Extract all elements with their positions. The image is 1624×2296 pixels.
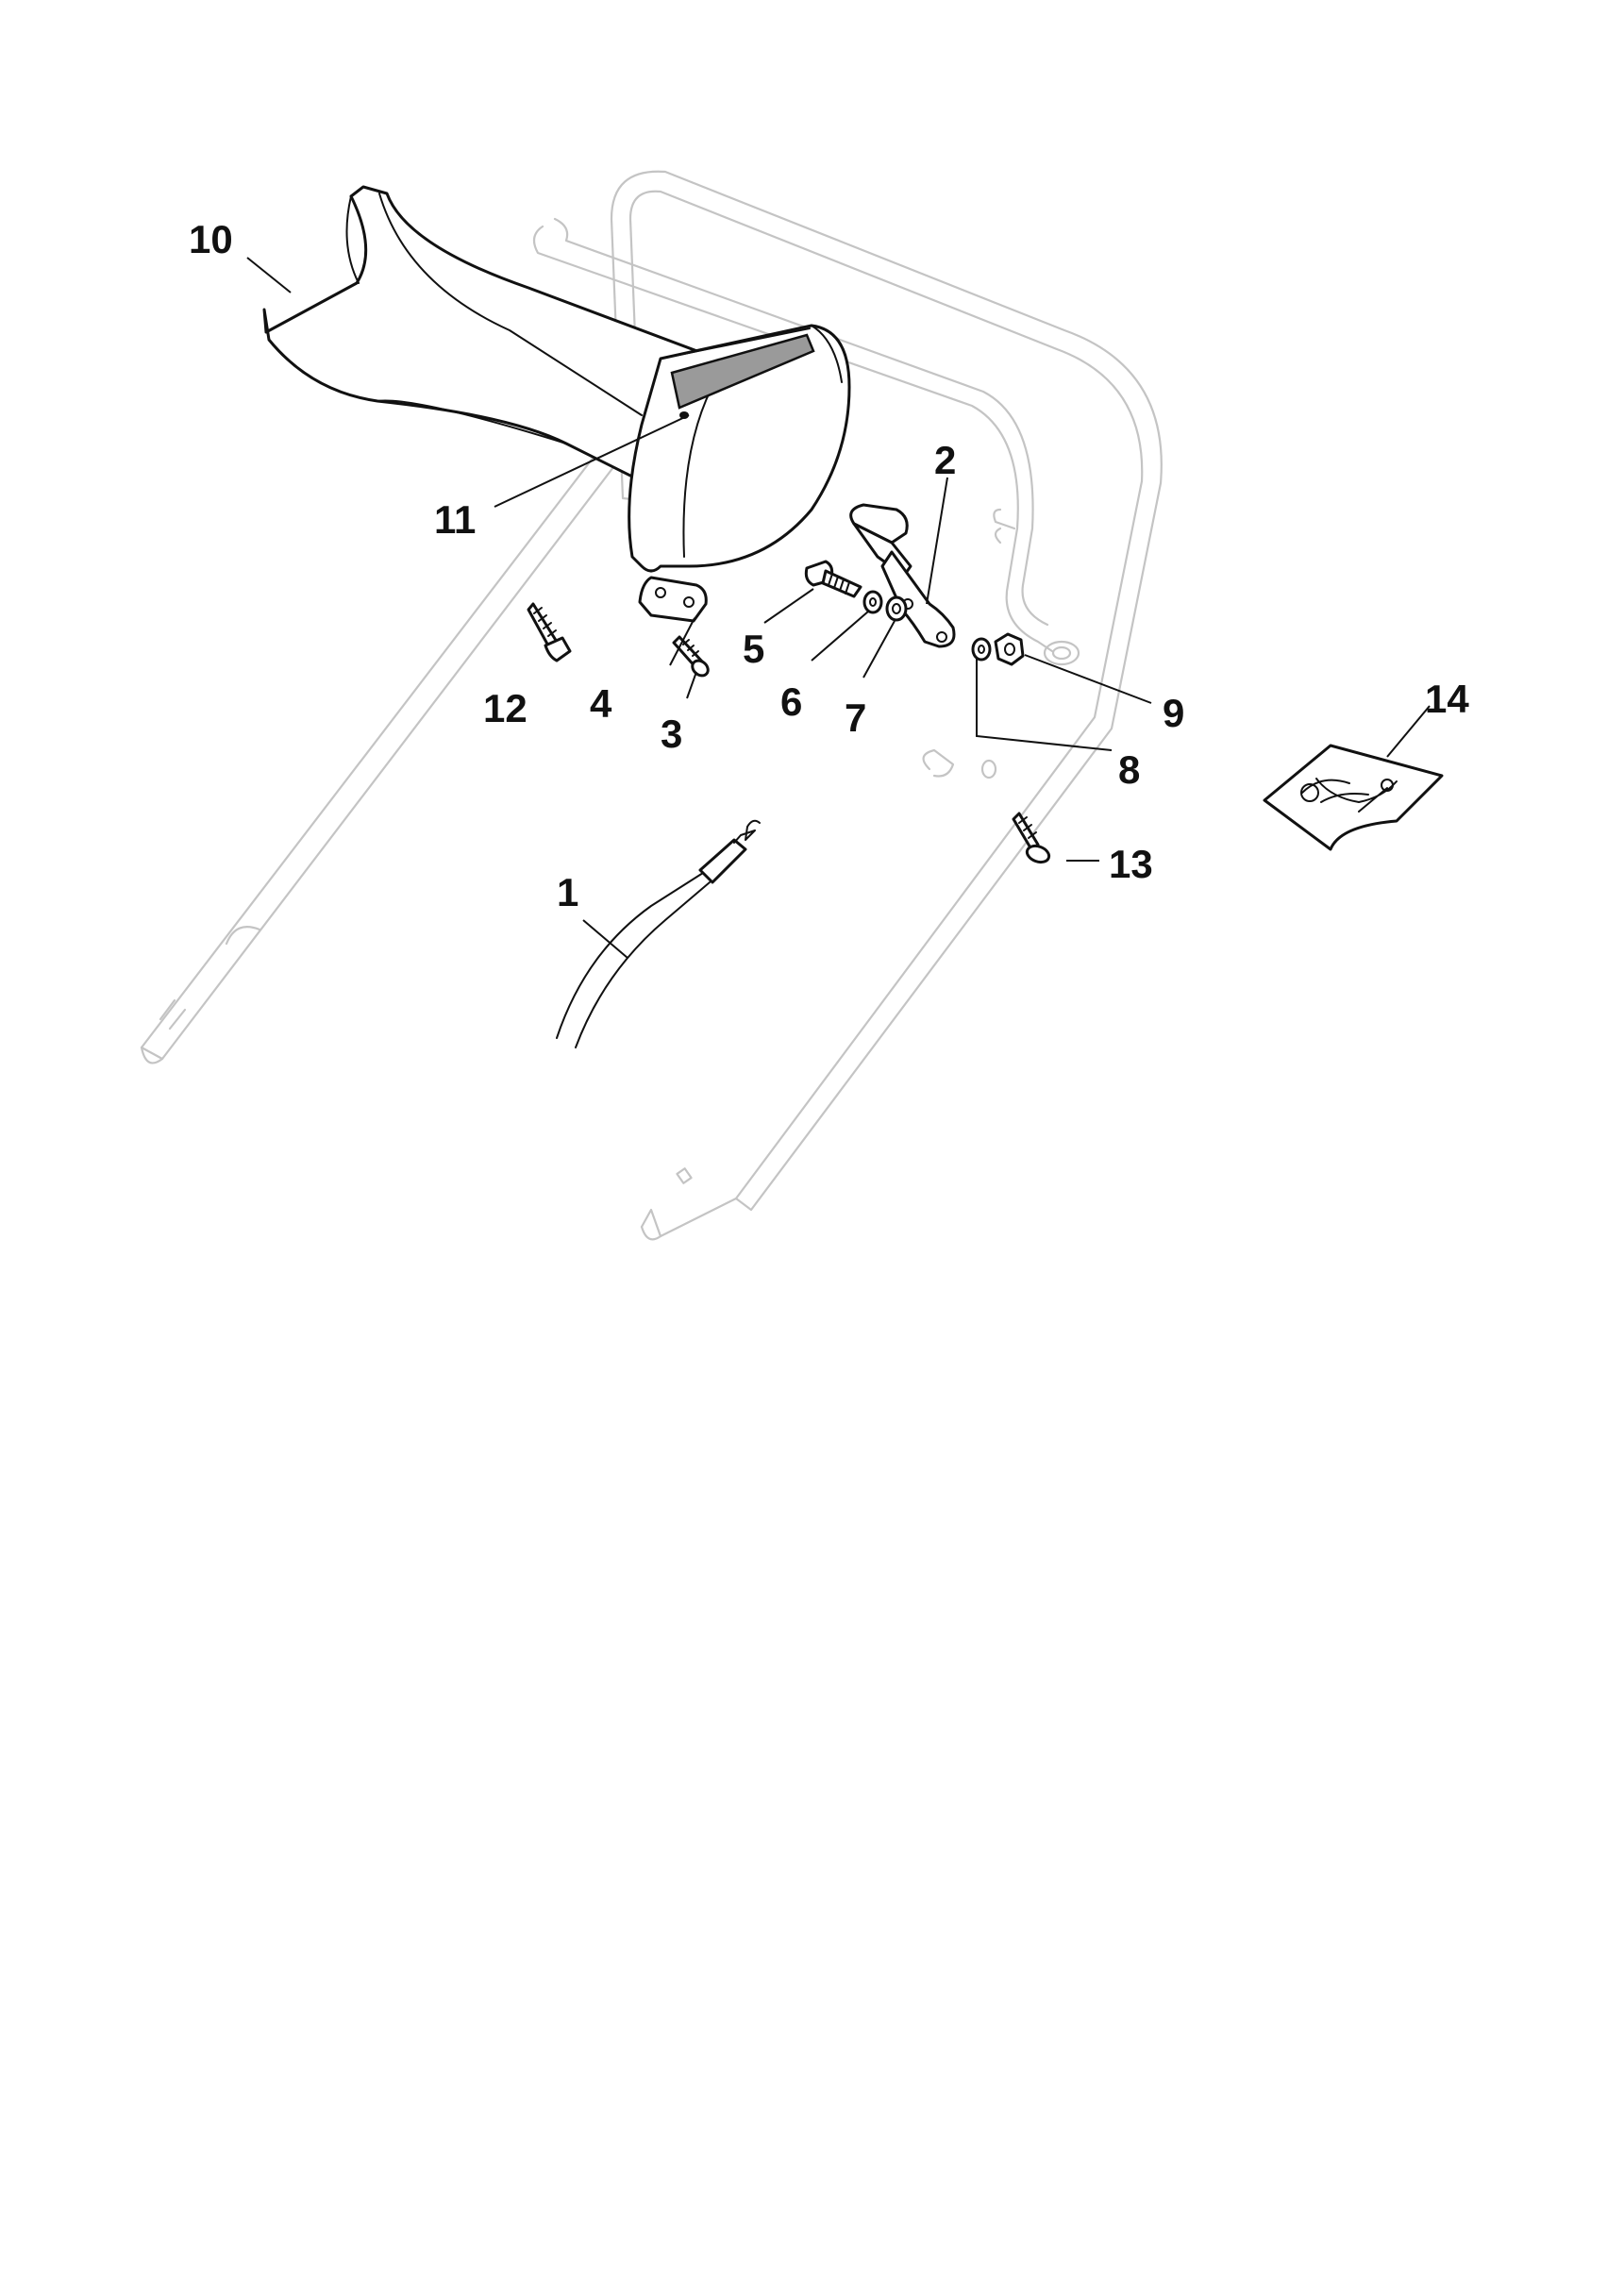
- washer-6: [862, 590, 883, 614]
- hardware-bag: [1263, 744, 1444, 851]
- washer-7: [885, 595, 908, 622]
- callout-13: 13: [1109, 842, 1153, 886]
- handle-frame-ghost: [140, 170, 1163, 1241]
- left-handle-tube: [140, 442, 625, 1061]
- callout-4: 4: [590, 681, 612, 726]
- screw-13: [1012, 812, 1051, 864]
- callout-1: 1: [557, 870, 578, 914]
- leader-lines: [246, 257, 1431, 959]
- bracket: [638, 576, 708, 623]
- callout-3: 3: [661, 712, 682, 756]
- wood-screw: [527, 602, 572, 662]
- callout-9: 9: [1163, 691, 1184, 735]
- washer-8: [971, 637, 992, 662]
- bail-wire: [532, 225, 1054, 653]
- callout-10: 10: [189, 217, 233, 261]
- callout-2: 2: [934, 438, 956, 482]
- main-handle-bar: [610, 170, 1163, 1212]
- throttle-cable: [556, 819, 761, 1048]
- lock-nut: [994, 632, 1025, 666]
- bolt: [804, 560, 862, 598]
- callout-6: 6: [780, 679, 802, 724]
- callout-12: 12: [483, 686, 527, 730]
- throttle-lever: [849, 503, 956, 648]
- callout-11: 11: [434, 497, 476, 542]
- callout-7: 7: [845, 696, 866, 740]
- screw-small: [672, 635, 710, 678]
- callout-14: 14: [1425, 677, 1469, 721]
- callout-5: 5: [743, 627, 764, 671]
- callout-8: 8: [1118, 747, 1140, 792]
- callout-labels: 1 2 3 4 5 6 7 8 9 10 11 12 13 14: [189, 217, 1469, 914]
